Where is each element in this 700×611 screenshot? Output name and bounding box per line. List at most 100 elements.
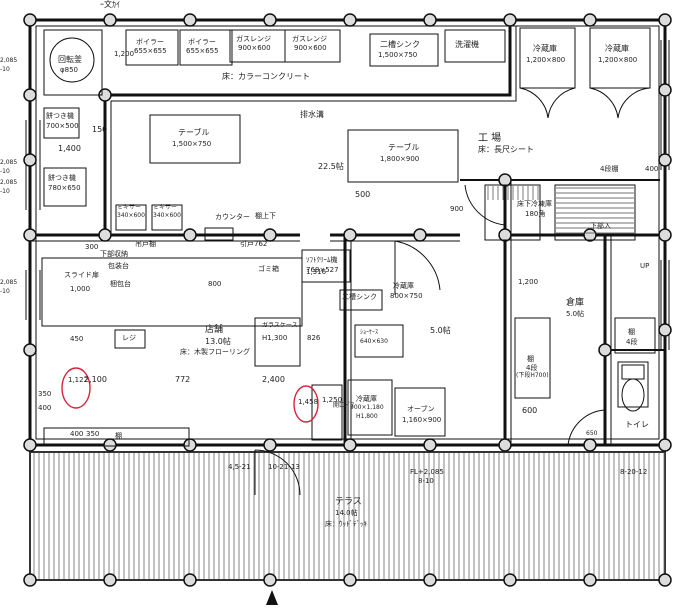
structural-post — [263, 13, 277, 27]
equip-rack4: 4段棚 — [600, 165, 619, 173]
top-label: ｰ文ｶｲ — [100, 0, 120, 9]
dim-fl2: 8-10 — [418, 477, 434, 485]
equip-small-fridge: 床下冷凍庫 — [517, 200, 552, 208]
equip-table1-dim: 1,500×750 — [172, 140, 212, 148]
equip-gomi: ゴミ箱 — [258, 265, 279, 273]
dim-300: 300 — [85, 243, 99, 251]
room-shop: 店舗 — [205, 325, 224, 335]
structural-post — [583, 438, 597, 452]
equip-wrap-table2: 梱包台 — [110, 280, 131, 288]
equip-cold-case-dim: 900×1,180 — [350, 404, 384, 411]
dim-600: 600 — [522, 406, 538, 415]
equip-small-fridge-dim: 180角 — [525, 210, 546, 218]
dim-2085d: 2,085 — [0, 279, 18, 286]
dim-826: 826 — [307, 334, 321, 342]
dim-400: 400 — [645, 165, 659, 173]
equip-boiler2-dim: 655×655 — [186, 47, 219, 55]
dim-650: 650 — [586, 430, 598, 437]
room-terrace-floor: 床：ｳｯﾄﾞﾃﾞｯｷ — [325, 520, 367, 528]
equip-sink2: 二槽シンク — [342, 293, 377, 301]
dim-1122: 1,122 — [68, 376, 89, 384]
structural-post — [498, 228, 512, 242]
equip-shelf2: 棚 — [628, 328, 635, 336]
structural-post — [23, 573, 37, 587]
dim-2085c: 2,085 — [0, 179, 18, 186]
room-terrace: テラス — [335, 497, 362, 507]
dim-2400: 2,400 — [262, 375, 285, 384]
equip-shelf2-sub: 4段 — [626, 338, 638, 346]
equip-mochi2-dim: 780×650 — [48, 184, 81, 192]
equip-rice-cooker-dim: φ850 — [60, 66, 78, 74]
structural-post — [103, 13, 117, 27]
room-storage-area: 5.0帖 — [566, 310, 585, 318]
structural-post — [23, 153, 37, 167]
room-shop-floor: 床：木製フローリング — [180, 348, 250, 356]
equip-hikido: 引戸762 — [240, 240, 268, 248]
structural-post — [658, 228, 672, 242]
structural-post — [658, 323, 672, 337]
equip-showcase-h: H1,300 — [262, 334, 288, 342]
equip-fridge2: 冷蔵庫 — [605, 44, 629, 53]
structural-post — [343, 13, 357, 27]
equip-mochi1: 餅つき機 — [46, 112, 74, 120]
structural-post — [423, 573, 437, 587]
structural-post — [583, 228, 597, 242]
structural-post — [343, 438, 357, 452]
equip-mochi2: 餅つき機 — [48, 174, 76, 182]
dim-2085b: 2,085 — [0, 159, 18, 166]
equip-shelf-sub2: (下段H700) — [516, 372, 549, 379]
dim-opening: 開口ﾄﾞｱ — [333, 402, 355, 409]
red-dimension-circles — [61, 367, 319, 423]
structural-post — [423, 438, 437, 452]
structural-post — [183, 13, 197, 27]
equip-counter: カウンター — [215, 213, 250, 221]
equip-lower-storage: 下部収納 — [100, 250, 128, 258]
structural-post — [658, 573, 672, 587]
equip-table2-dim: 1,800×900 — [380, 155, 420, 163]
room-storage: 倉庫 — [566, 298, 585, 308]
structural-post — [263, 573, 277, 587]
dim-right-stair: 8-20-12 — [620, 468, 648, 476]
structural-post — [103, 573, 117, 587]
room-shop-area: 13.0帖 — [205, 337, 231, 346]
equip-showcase: ガラスケース — [262, 322, 298, 329]
dim-450: 450 — [70, 335, 84, 343]
structural-post — [503, 573, 517, 587]
equip-register: レジ — [122, 334, 136, 342]
structural-post — [658, 438, 672, 452]
room-factory: 工 場 — [478, 133, 502, 144]
structural-post — [23, 13, 37, 27]
equip-shelf-up-down: 棚上下 — [255, 212, 276, 220]
equip-slide-door: スライド扉 — [64, 271, 99, 279]
structural-post — [343, 573, 357, 587]
equip-fridge1-dim: 1,200×800 — [526, 56, 566, 64]
dim-1458: 1,458 — [298, 398, 319, 406]
equip-cooler-dim: 800×750 — [390, 292, 423, 300]
equip-mochi1-dim: 700×500 — [46, 122, 79, 130]
dim-2085a: 2,085 — [0, 57, 18, 64]
dim-350a: 350 — [38, 390, 52, 398]
equip-shelf3: 棚 — [115, 432, 122, 440]
dim-1200: 1,200 — [114, 50, 135, 58]
dim-1316: 1,316 — [306, 268, 327, 276]
structural-post — [183, 228, 197, 242]
equip-mixer1: ミキサー — [117, 204, 142, 211]
structural-post — [498, 173, 512, 187]
equip-cooler: 冷蔵庫 — [393, 282, 414, 290]
dim-10a: -10 — [0, 66, 10, 73]
dim-900: 900 — [450, 205, 464, 213]
dim-10d: -10 — [0, 288, 10, 295]
dim-500: 500 — [355, 190, 371, 199]
terrace-planks — [33, 453, 665, 579]
equip-oven-dim: 1,160×900 — [402, 416, 442, 424]
equip-up: UP — [640, 262, 650, 270]
equip-rice-cooker: 回転釜 — [58, 55, 82, 64]
equip-boiler1-dim: 655×655 — [134, 47, 167, 55]
equip-softcream: ｿﾌﾄｸﾘｰﾑ機 — [306, 256, 338, 264]
equip-gas-range1-dim: 900×600 — [238, 44, 271, 52]
equip-shelf-sub: 4段 — [526, 364, 538, 372]
structural-post — [23, 88, 37, 102]
dim-1200b: 1,200 — [518, 278, 539, 286]
